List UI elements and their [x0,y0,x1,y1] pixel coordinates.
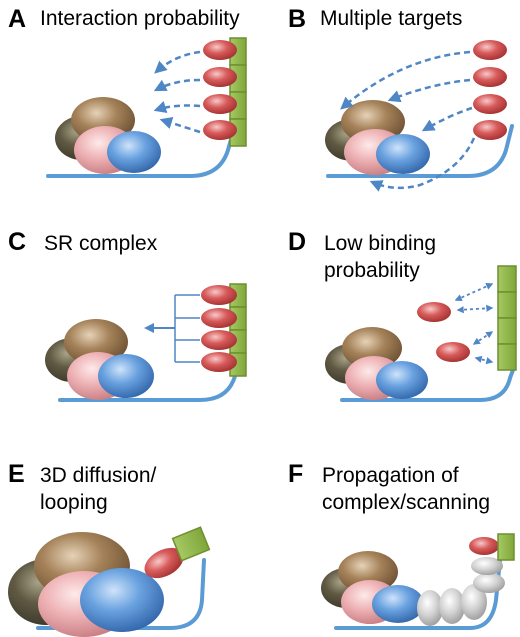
panel-title: SR complex [44,232,158,255]
red-proteins [203,40,237,140]
target-sites [497,265,517,371]
grey-protein [473,573,505,593]
dashed-arrow [387,78,471,103]
blue-protein [98,354,154,398]
red-protein [436,342,470,362]
binding-site [497,291,517,319]
dashed-arrows [153,50,201,134]
panel-f: F Propagation of complex/scanning [288,460,515,630]
double-arrow [456,304,494,314]
panel-title-line: 3D diffusion/ [40,464,157,487]
dashed-arrow [369,137,476,192]
red-protein [201,352,237,372]
bracket-arrow [144,294,200,363]
dna-strand [46,120,238,178]
protein-complex [325,327,428,400]
binding-site [497,317,517,345]
panel-title-line: Propagation of [322,464,459,487]
red-protein [473,120,507,140]
grey-protein [461,584,487,620]
protein-complex [55,97,161,174]
red-protein [144,547,184,579]
blue-protein [372,585,424,623]
protein-complex [8,532,164,637]
panel-title-line: complex/scanning [322,491,490,514]
dashed-arrows [340,50,476,192]
dna-strand [36,558,206,630]
scanning-proteins [417,557,505,626]
protein-complex [325,100,430,175]
protein-complex [321,551,424,624]
dashed-arrow [153,101,201,113]
dashed-arrow [421,106,473,132]
panel-title-line: Low binding [324,232,436,255]
dna-strand [340,368,515,402]
blue-protein [80,568,164,632]
dna-strand [334,558,502,630]
red-protein [473,94,507,114]
dashed-arrow [340,50,471,110]
panel-title-line: Multiple targets [320,7,462,30]
binding-site [497,265,517,293]
panel-title-line: looping [40,491,108,514]
red-protein [417,302,451,322]
dna-strand [326,124,514,178]
red-protein [201,330,237,350]
panel-letter: F [288,460,303,488]
red-protein [203,40,237,60]
dashed-arrow [159,117,201,134]
panel-title: Propagation of complex/scanning [322,464,490,514]
dashed-arrow [153,78,201,92]
red-protein [473,40,507,60]
panel-letter: D [288,228,306,256]
grey-protein [471,557,503,575]
grey-protein [439,588,465,624]
red-proteins [201,285,237,372]
double-arrow [454,283,494,301]
double-arrow [474,355,494,365]
brown-protein [64,319,128,365]
binding-site [171,526,211,562]
binding-site [497,533,515,561]
panel-title: 3D diffusion/ looping [40,464,162,514]
red-protein [203,67,237,87]
dashed-arrow [154,50,201,74]
panel-title-line: probability [324,259,420,282]
panel-e: E 3D diffusion/ looping [8,460,211,637]
panel-title: Interaction probability [40,7,240,30]
panel-title: Multiple targets [320,7,462,30]
panel-letter: B [288,5,306,33]
blue-protein [107,131,161,173]
bracket-lines [175,294,200,363]
panel-letter: A [8,5,26,33]
red-protein [201,308,237,328]
panel-letter: E [8,460,25,488]
blue-protein [376,361,428,399]
red-protein [203,94,237,114]
protein-complex [45,319,154,400]
red-protein [473,67,507,87]
red-protein [201,285,237,305]
blue-protein [376,134,430,174]
dashed-arrows [454,283,494,365]
panel-letter: C [8,228,26,256]
binding-site [497,343,517,371]
panel-b: B Multiple targets [288,5,514,192]
panel-a: A Interaction probability [8,5,247,178]
red-proteins [473,40,507,140]
red-protein [469,537,499,555]
red-protein [203,120,237,140]
panel-c: C SR complex [8,228,247,402]
panel-title: Low binding probability [324,232,442,282]
double-arrow [472,331,494,345]
panel-d: D Low binding probability [288,228,517,402]
panel-title-line: SR complex [44,232,158,255]
grey-protein [417,590,443,626]
panel-title-line: Interaction probability [40,7,240,30]
